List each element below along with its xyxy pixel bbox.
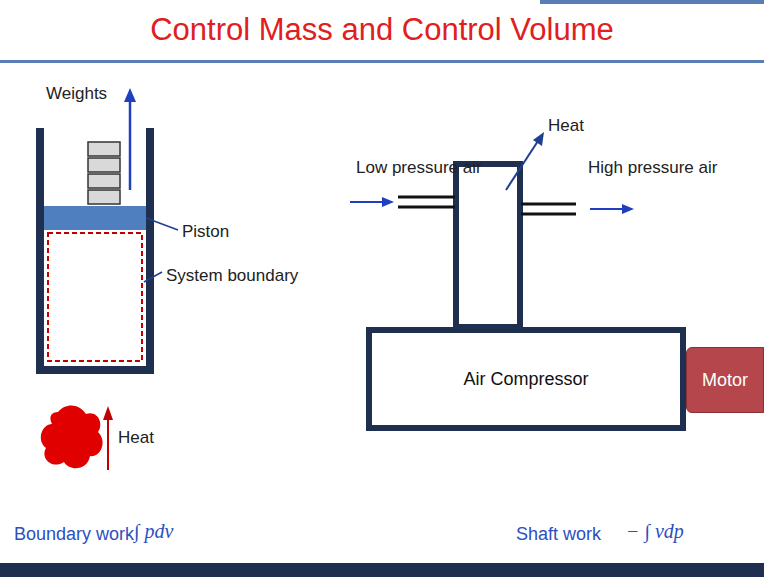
- arrow-head: [103, 406, 113, 420]
- header-rule: [0, 60, 764, 63]
- heat-label: Heat: [548, 116, 584, 136]
- arrow-head: [533, 132, 544, 146]
- flow-arrow: [350, 201, 384, 203]
- leader-line: [146, 218, 178, 230]
- footer-band: [0, 563, 764, 577]
- slide-title: Control Mass and Control Volume: [0, 12, 764, 48]
- part-label: System boundary: [166, 266, 298, 286]
- node-text: Air Compressor: [463, 369, 588, 390]
- up-arrow: [129, 98, 132, 190]
- flow-label: Low pressure air: [356, 158, 482, 178]
- part-label: Weights: [46, 84, 107, 104]
- system-boundary: [48, 233, 142, 361]
- compressor-box: Air Compressor: [366, 327, 686, 431]
- node-text: Motor: [702, 370, 748, 391]
- compressor-tower: [456, 164, 520, 327]
- flow-label: High pressure air: [588, 158, 717, 178]
- formula: ∫ pdv: [134, 520, 173, 543]
- flow-arrow: [590, 208, 624, 210]
- cylinder: [40, 128, 150, 370]
- motor-box: Motor: [686, 347, 764, 413]
- piston: [44, 206, 146, 230]
- formula: − ∫ vdp: [626, 520, 684, 543]
- heat-label: Heat: [118, 428, 154, 448]
- weights: [88, 142, 120, 204]
- work-label: Boundary work: [14, 524, 134, 545]
- part-label: Piston: [182, 222, 229, 242]
- header-accent: [540, 0, 764, 4]
- heat-arrow: [107, 418, 109, 470]
- heat-arrow: [506, 141, 538, 190]
- heat-blob: [41, 405, 103, 468]
- arrow-head: [382, 197, 394, 207]
- work-label: Shaft work: [516, 524, 601, 545]
- leader-line: [144, 272, 162, 282]
- arrow-head: [622, 204, 634, 214]
- arrow-head: [124, 88, 136, 102]
- pipes: [398, 197, 576, 214]
